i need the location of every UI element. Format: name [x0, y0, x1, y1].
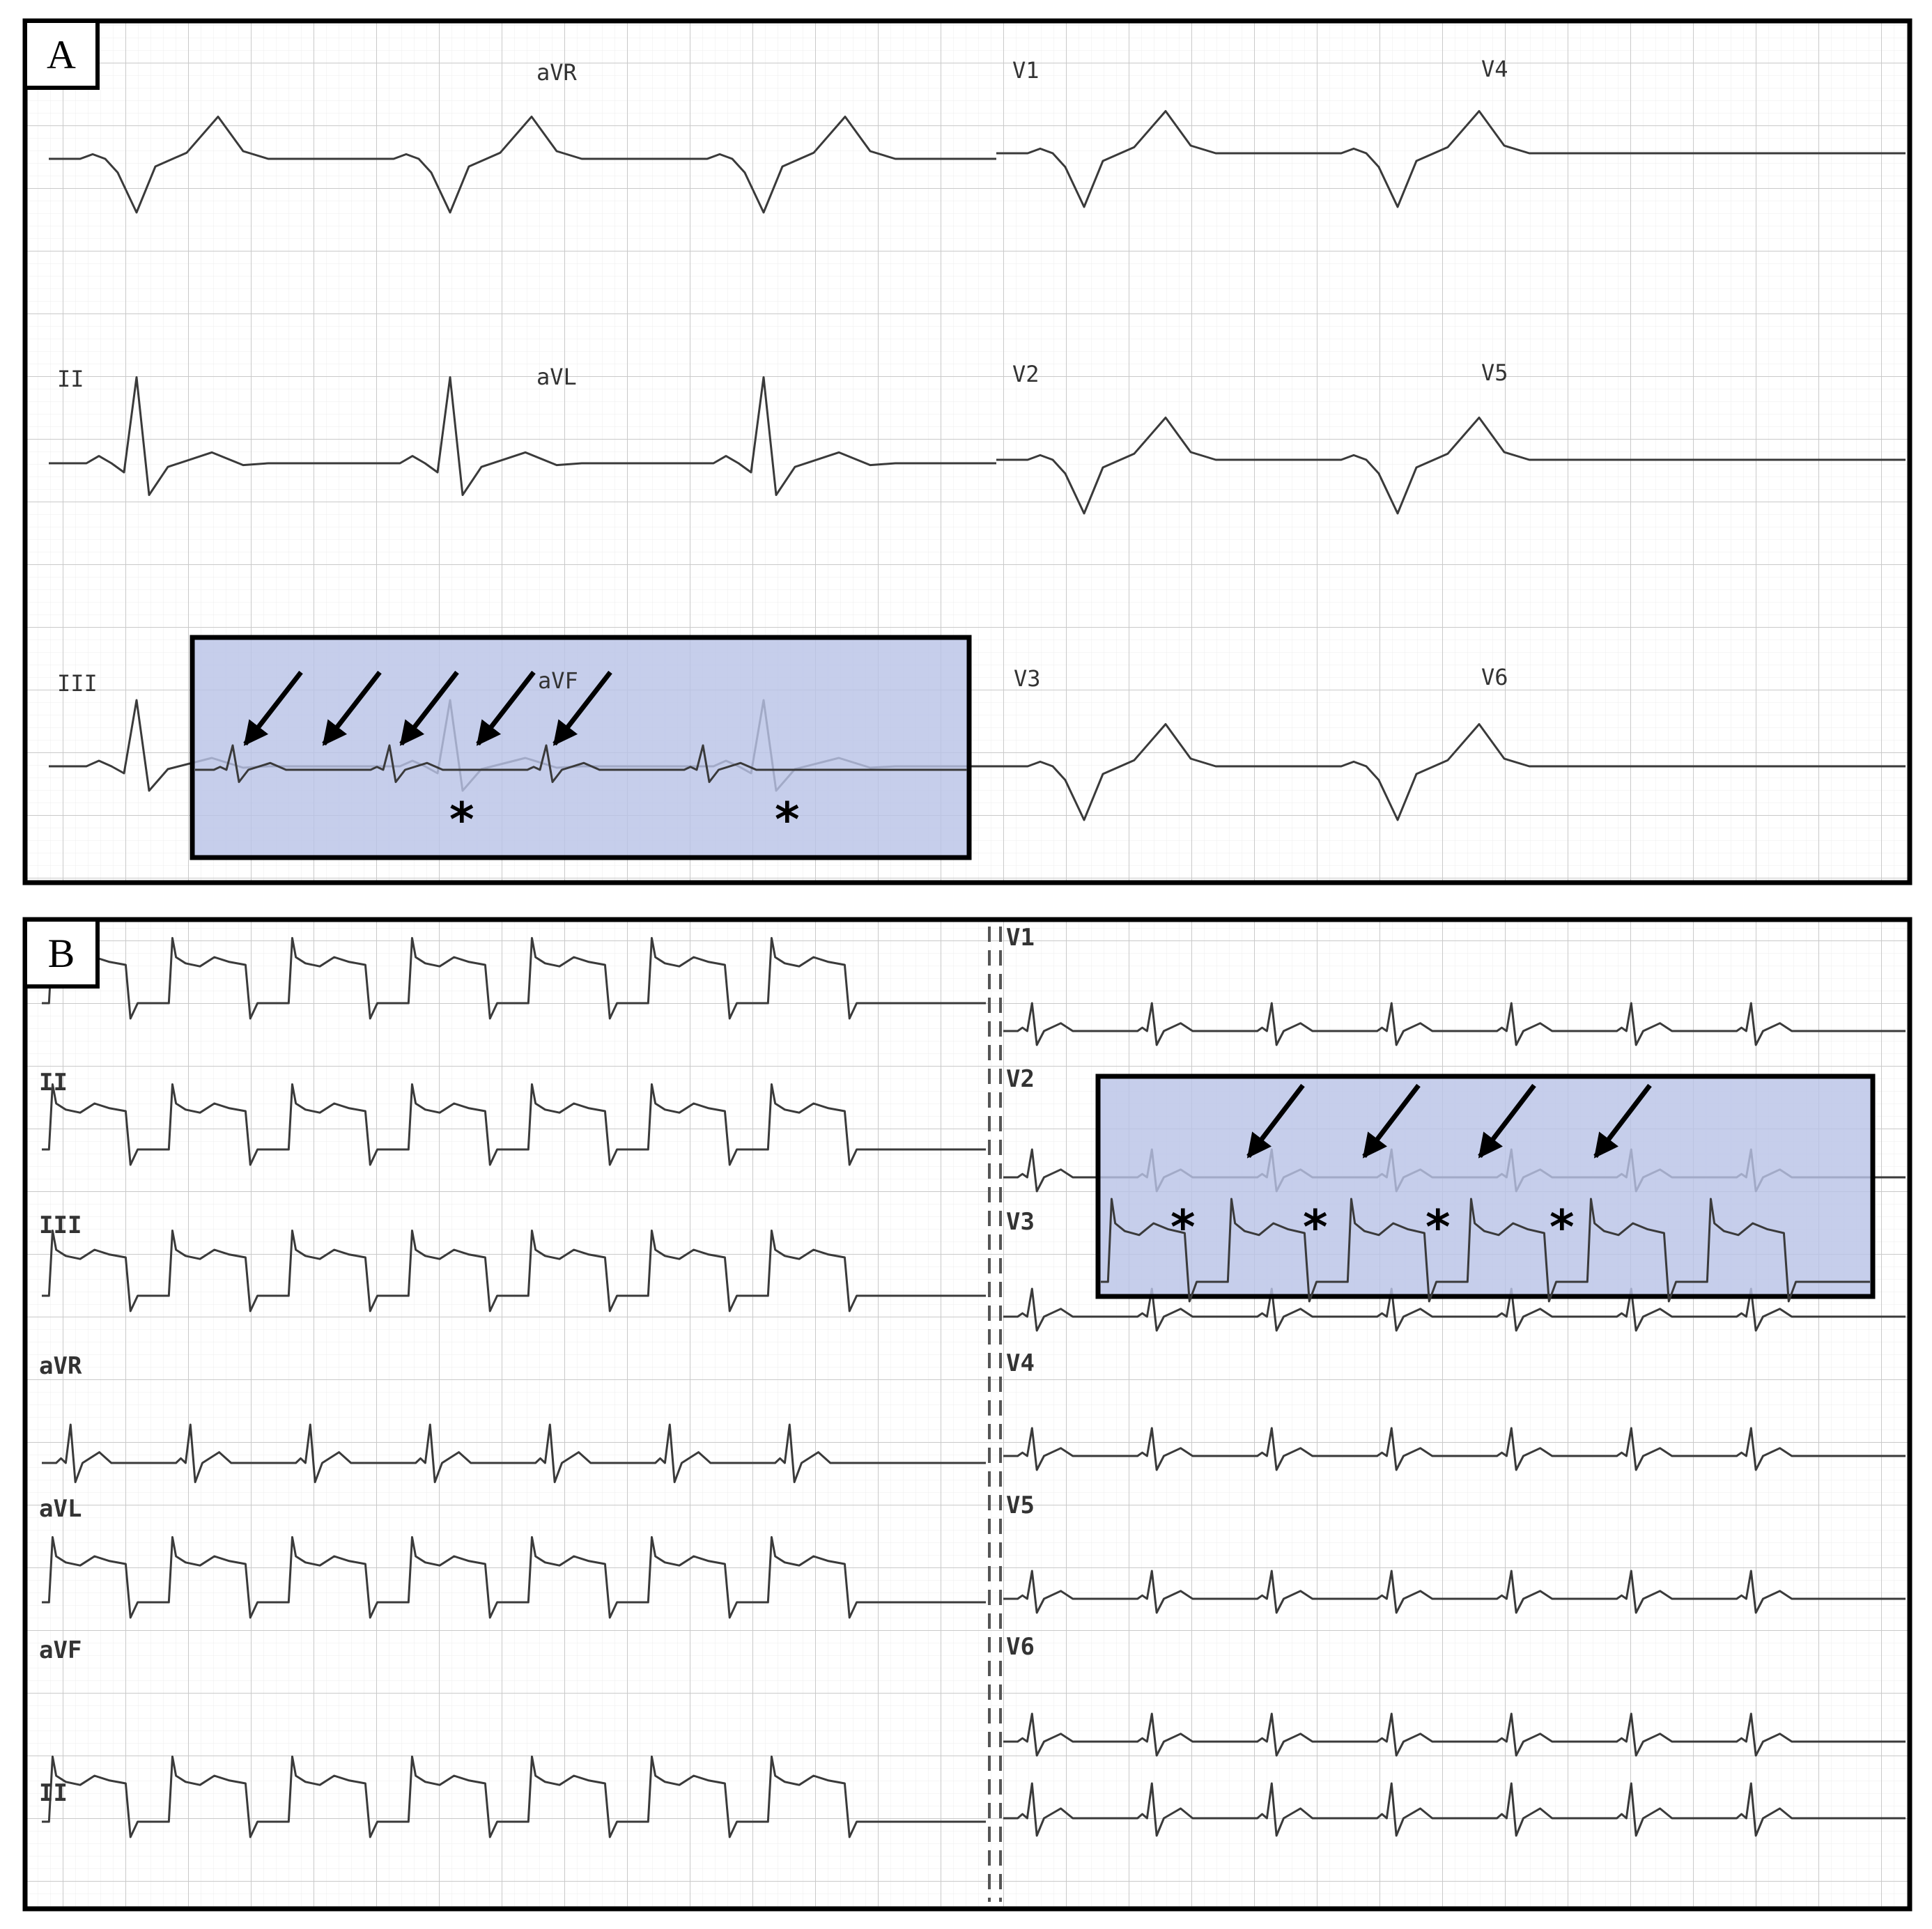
panel-b-asterisk: *	[1425, 1200, 1451, 1255]
ecg-trace-precordial-5	[1003, 1570, 1906, 1614]
lead-label-v1: V1	[1012, 57, 1040, 84]
lead-label-ii: II	[39, 1069, 68, 1097]
panel-a-border	[22, 18, 1912, 885]
lead-label-v2: V2	[1006, 1065, 1035, 1093]
ecg-trace-limb-2	[42, 1083, 986, 1166]
ecg-trace-limb-6	[42, 1756, 986, 1838]
panel-a-arrows	[243, 670, 612, 746]
arrow-icon	[399, 670, 459, 746]
lead-label-v5: V5	[1006, 1492, 1035, 1519]
lead-label-v6: V6	[1481, 664, 1508, 690]
lead-label-v2: V2	[1012, 361, 1040, 387]
panel-b-letter: B	[48, 931, 75, 976]
panel-b-arrows	[1246, 1083, 1652, 1159]
ecg-trace-row-1-left	[49, 116, 996, 214]
panel-b-asterisk: *	[1550, 1200, 1575, 1255]
ecg-trace-limb-4	[42, 1423, 986, 1483]
lead-label-v3: V3	[1006, 1208, 1035, 1236]
ecg-trace-rhythm	[1003, 1782, 1906, 1837]
panel-b-grid	[25, 920, 1910, 1909]
arrow-icon	[552, 670, 612, 746]
lead-label-avf: aVF	[538, 667, 578, 694]
panel-a-label-box	[23, 19, 100, 90]
panel-b: * * * * II III aVR aVL aVF II V1 V2 V3 V…	[22, 917, 1912, 1912]
ecg-trace-row-3-right	[996, 723, 1906, 821]
panel-a-asterisk: *	[449, 793, 474, 848]
ecg-trace-precordial-4	[1003, 1427, 1906, 1471]
lead-label-v1: V1	[1006, 924, 1035, 952]
ecg-trace-precordial-3	[1003, 1287, 1906, 1332]
arrow-icon	[1362, 1083, 1421, 1159]
lead-label-v3: V3	[1014, 665, 1041, 692]
panel-a-asterisk: *	[775, 793, 800, 848]
panel-b-border	[22, 917, 1912, 1912]
lead-label-avl: aVL	[39, 1495, 82, 1523]
lead-label-avl: aVL	[536, 364, 577, 390]
panel-a-highlight-inset	[190, 635, 972, 860]
panel-b-label-box	[23, 917, 100, 989]
ecg-trace-row-2-left	[49, 376, 996, 496]
panel-a: * * aVR aVL aVF V1 V2 V3 V4 V5 V6 II III…	[22, 18, 1912, 885]
panel-b-asterisk: *	[1303, 1200, 1328, 1255]
arrow-icon	[243, 670, 303, 746]
arrow-icon	[322, 670, 382, 746]
panel-a-letter: A	[47, 32, 76, 77]
ecg-trace-limb-1	[42, 937, 986, 1020]
ecg-trace-row-2-right	[996, 417, 1906, 515]
ecg-trace-precordial-6	[1003, 1712, 1906, 1757]
lead-label-v5: V5	[1481, 359, 1508, 386]
ecg-inset-trace	[1101, 1198, 1870, 1303]
lead-label-avr: aVR	[536, 59, 578, 86]
lead-label-ii-rhythm: II	[39, 1779, 68, 1807]
arrow-icon	[1593, 1083, 1652, 1159]
lead-label-v4: V4	[1481, 56, 1508, 82]
lead-label-avr: aVR	[39, 1352, 82, 1380]
panel-b-asterisk: *	[1170, 1200, 1196, 1255]
arrow-icon	[1246, 1083, 1305, 1159]
lead-label-avf: aVF	[39, 1636, 82, 1664]
lead-label-ii: II	[57, 366, 84, 392]
arrow-icon	[476, 670, 536, 746]
ecg-trace-limb-5	[42, 1536, 986, 1619]
lead-label-v4: V4	[1006, 1349, 1035, 1377]
lead-label-v6: V6	[1006, 1633, 1035, 1661]
panel-b-highlight-inset	[1095, 1074, 1876, 1299]
lead-label-iii: III	[57, 670, 98, 697]
arrow-icon	[1478, 1083, 1536, 1159]
ecg-trace-row-1-right	[996, 110, 1906, 208]
lead-label-iii: III	[39, 1211, 82, 1239]
ecg-trace-limb-3	[42, 1230, 986, 1312]
ecg-trace-precordial-1	[1003, 1002, 1906, 1046]
ecg-inset-trace	[195, 744, 967, 783]
panel-a-inset-trace	[195, 744, 967, 783]
panel-a-traces	[49, 110, 1906, 821]
panel-b-inset-trace	[1101, 1198, 1870, 1303]
